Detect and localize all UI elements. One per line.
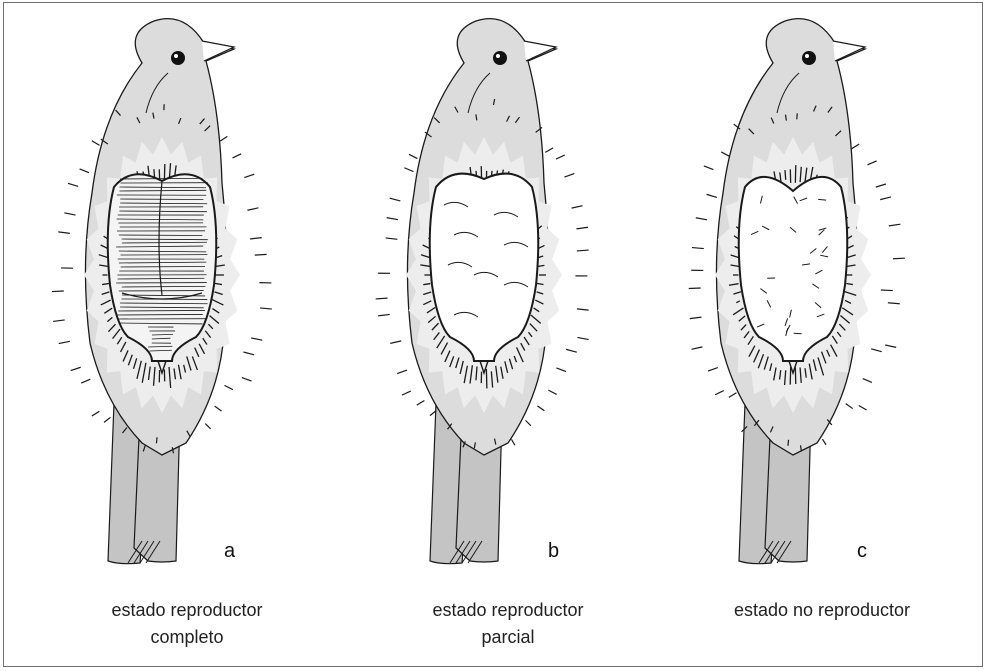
- panel-label: a: [224, 540, 235, 563]
- bird-illustration-c: [675, 3, 987, 603]
- caption-line-1: estado reproductor: [358, 597, 658, 624]
- panel-label: b: [548, 540, 559, 563]
- caption-line-1: estado reproductor: [37, 597, 337, 624]
- caption-line-1: estado no reproductor: [672, 597, 972, 624]
- panel-a: a estado reproductor completo: [44, 3, 364, 668]
- figure-frame: a estado reproductor completo b estado r…: [3, 2, 983, 667]
- panel-c: c estado no reproductor: [675, 3, 987, 668]
- panel-b: b estado reproductor parcial: [366, 3, 686, 668]
- panel-caption: estado reproductor completo: [37, 597, 337, 651]
- caption-line-2: parcial: [358, 624, 658, 651]
- panel-caption: estado reproductor parcial: [358, 597, 658, 651]
- caption-line-2: completo: [37, 624, 337, 651]
- bird-illustration-b: [366, 3, 686, 603]
- panel-label: c: [857, 540, 867, 563]
- panel-caption: estado no reproductor: [672, 597, 972, 624]
- bird-illustration-a: [44, 3, 364, 603]
